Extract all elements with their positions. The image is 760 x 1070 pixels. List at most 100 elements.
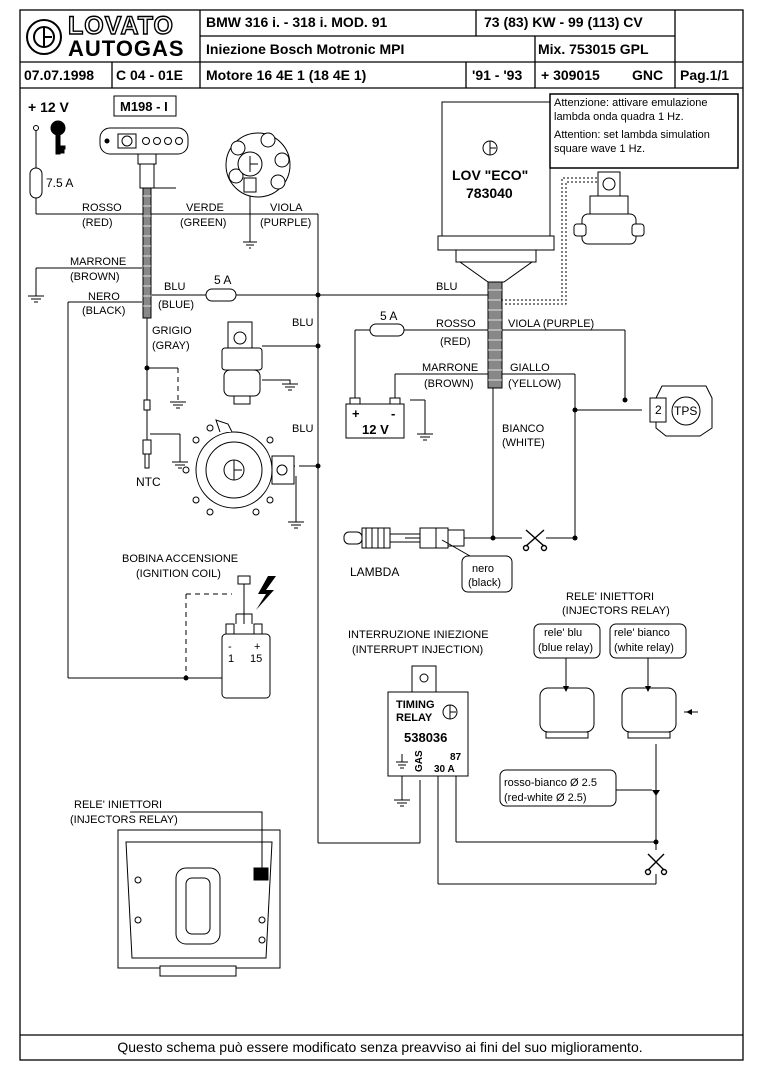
label-fuse75: 7.5 A	[46, 176, 73, 190]
label-rosso2: ROSSO	[436, 318, 476, 330]
label-viola: VIOLA	[270, 202, 303, 214]
header-years: '91 - '93	[472, 67, 523, 83]
label-blu2: BLU	[436, 281, 457, 293]
ecu-lov-eco	[437, 101, 555, 389]
label-red: (RED)	[82, 217, 113, 229]
label-relay: RELAY	[396, 712, 433, 724]
label-inj-relay2-en: (INJECTORS RELAY)	[70, 814, 178, 826]
note-it-line1: Attenzione: attivare emulazione	[554, 97, 708, 109]
label-plus12v: + 12 V	[28, 99, 70, 115]
label-tps: TPS	[674, 404, 697, 418]
label-bubbles	[461, 555, 687, 807]
petrol-solenoid	[221, 321, 263, 405]
label-interrupt-en: (INTERRUPT INJECTION)	[352, 644, 483, 656]
label-verde: VERDE	[186, 202, 224, 214]
header-gnc: GNC	[632, 67, 664, 83]
frame	[19, 9, 744, 1061]
header-code: C 04 - 01E	[116, 67, 183, 83]
label-brown: (BROWN)	[70, 271, 120, 283]
label-bianco: BIANCO	[502, 423, 545, 435]
label-red-white: (red-white Ø 2.5)	[504, 792, 587, 804]
label-gray: (GRAY)	[152, 340, 190, 352]
label-coil-15: 15	[250, 653, 262, 665]
battery-plus: +	[352, 406, 360, 421]
label-green: (GREEN)	[180, 217, 226, 229]
label-coil-it: BOBINA ACCENSIONE	[122, 553, 238, 565]
label-inj-relay2-it: RELE' INIETTORI	[74, 799, 162, 811]
label-marrone2: MARRONE	[422, 362, 478, 374]
label-gas: GAS	[414, 750, 425, 772]
label-30a: 30 A	[434, 764, 455, 775]
label-blu3: BLU	[292, 317, 313, 329]
injector-relay-blue	[539, 687, 595, 739]
label-coil-minus: -	[228, 641, 232, 653]
note-en-line2: square wave 1 Hz.	[554, 143, 646, 155]
note-en-line1: Attention: set lambda simulation	[554, 129, 710, 141]
label-ntc: NTC	[136, 475, 161, 489]
label-white: (WHITE)	[502, 437, 545, 449]
arrows	[563, 686, 692, 796]
header-model: BMW 316 i. - 318 i. MOD. 91	[206, 14, 388, 30]
logo-top-text: LOVATO	[67, 11, 174, 40]
label-rosso-bianco: rosso-bianco Ø 2.5	[504, 777, 597, 789]
label-inj-relay-it: RELE' INIETTORI	[566, 591, 654, 603]
header-gnc-code: + 309015	[541, 67, 600, 83]
ignition-coil	[221, 575, 271, 699]
label-blue-relay: (blue relay)	[538, 642, 593, 654]
label-purple: (PURPLE)	[260, 217, 311, 229]
fusebox-drawing	[117, 829, 281, 977]
switch-m198	[99, 95, 189, 319]
ntc-sensor	[142, 399, 152, 469]
label-tps-pin: 2	[655, 403, 662, 417]
label-rosso: ROSSO	[82, 202, 122, 214]
lambda-probe	[343, 527, 493, 557]
ground-symbols	[28, 241, 433, 807]
shielded-cable	[501, 177, 600, 305]
label-marrone: MARRONE	[70, 256, 126, 268]
note-it-line2: lambda onda quadra 1 Hz.	[554, 111, 684, 123]
tps-sensor	[649, 385, 713, 437]
label-inj-relay-en: (INJECTORS RELAY)	[562, 605, 670, 617]
label-m198: M198 - I	[120, 99, 168, 114]
lightning-icon	[256, 576, 276, 610]
label-interrupt-it: INTERRUZIONE INIEZIONE	[348, 629, 489, 641]
label-black: (BLACK)	[82, 305, 125, 317]
gas-solenoid-valve	[573, 171, 645, 245]
fuse-7-5a	[29, 167, 43, 199]
label-lov-code: 783040	[466, 185, 513, 201]
header-page: Pag.1/1	[680, 67, 730, 83]
label-red2: (RED)	[440, 336, 471, 348]
label-nero-small: nero	[472, 563, 494, 575]
timing-relay	[387, 665, 469, 777]
header-power: 73 (83) KW - 99 (113) CV	[484, 14, 643, 30]
label-fuse5a-1: 5 A	[214, 273, 231, 287]
reducer-vaporizer	[182, 419, 295, 516]
label-battery: 12 V	[362, 422, 389, 437]
key-icon	[33, 120, 66, 155]
header-engine: Motore 16 4E 1 (18 4E 1)	[206, 67, 367, 83]
scissors-icon	[522, 529, 668, 876]
label-87: 87	[450, 752, 462, 763]
labels: + 12 V M198 - I 7.5 A ROSSO (RED) VERDE …	[28, 99, 697, 826]
header-mixer: Mix. 753015 GPL	[538, 41, 649, 57]
distributor-emulator	[225, 132, 291, 198]
note-box	[549, 93, 739, 169]
junction-dots	[144, 292, 659, 845]
label-blue: (BLUE)	[158, 299, 194, 311]
label-coil-1: 1	[228, 653, 234, 665]
header-injection: Iniezione Bosch Motronic MPI	[206, 41, 405, 57]
label-white-relay: (white relay)	[614, 642, 674, 654]
footer-disclaimer: Questo schema può essere modificato senz…	[117, 1039, 643, 1055]
label-relay-code: 538036	[404, 730, 447, 745]
wires	[35, 130, 698, 885]
header-date: 07.07.1998	[24, 67, 95, 83]
label-giallo: GIALLO	[510, 362, 550, 374]
fuse-5a-rosso	[369, 323, 405, 337]
injector-relay-white	[621, 687, 677, 739]
label-rele-bianco: rele' bianco	[614, 627, 670, 639]
label-grigio: GRIGIO	[152, 325, 192, 337]
label-brown2: (BROWN)	[424, 378, 474, 390]
lambda-note: Attenzione: attivare emulazione lambda o…	[554, 96, 740, 156]
label-viola-purple: VIOLA (PURPLE)	[508, 318, 594, 330]
